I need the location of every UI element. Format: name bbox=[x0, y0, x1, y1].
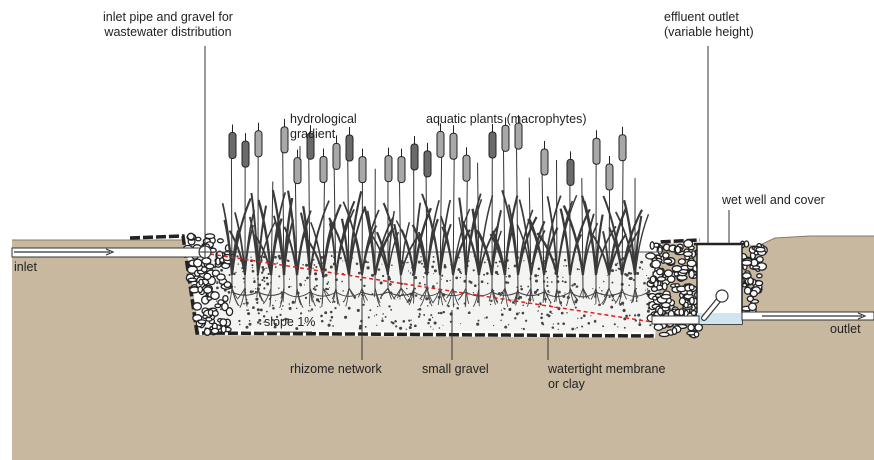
label-membrane: watertight membrane or clay bbox=[548, 362, 666, 391]
label-slope: slope 1% bbox=[264, 315, 316, 329]
coarse-gravel bbox=[183, 232, 768, 339]
label-inlet-pipe-gravel: inlet pipe and gravel for wastewater dis… bbox=[103, 10, 233, 39]
watertight-membrane bbox=[129, 234, 701, 338]
label-effluent-outlet: effluent outlet (variable height) bbox=[664, 10, 754, 39]
inlet-pipe bbox=[11, 245, 212, 259]
label-hydrological-gradient: hydrological gradient bbox=[290, 112, 357, 141]
outlet-pipe bbox=[651, 311, 874, 325]
hydrological-gradient-line bbox=[209, 253, 653, 323]
ground-surface-line bbox=[12, 235, 874, 246]
label-small-gravel: small gravel bbox=[422, 362, 489, 376]
label-outlet: outlet bbox=[830, 322, 861, 336]
label-rhizome-network: rhizome network bbox=[290, 362, 382, 376]
label-aquatic-plants: aquatic plants (macrophytes) bbox=[426, 112, 587, 126]
wet-well bbox=[694, 242, 745, 325]
aquatic-plants bbox=[221, 115, 650, 309]
label-inlet: inlet bbox=[14, 260, 37, 274]
leader-lines bbox=[204, 46, 730, 360]
label-wet-well: wet well and cover bbox=[722, 193, 825, 207]
